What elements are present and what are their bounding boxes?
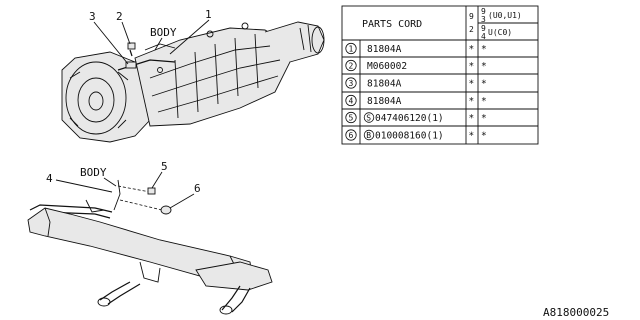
part-code: 010008160(1) bbox=[375, 131, 444, 142]
model-col-top: 9 bbox=[469, 12, 474, 21]
table-row: 4 81804A * * bbox=[345, 94, 487, 107]
col-top-digit2: 3 bbox=[481, 15, 486, 24]
col-bottom-digit1: 9 bbox=[481, 24, 486, 33]
part-code: 81804A bbox=[367, 79, 402, 90]
applicability-1: * bbox=[469, 113, 475, 124]
applicability-2: * bbox=[481, 79, 487, 90]
row-number: 6 bbox=[349, 131, 354, 140]
col-top-code: (U0,U1) bbox=[488, 11, 522, 20]
body-label-bottom: BODY bbox=[80, 166, 107, 179]
transmission-illustration bbox=[61, 21, 325, 143]
callout-4: 4 bbox=[46, 172, 53, 185]
part-code: M060002 bbox=[367, 61, 407, 72]
part-code: 047406120(1) bbox=[375, 113, 444, 124]
prefix-s-mark: S bbox=[366, 113, 371, 122]
applicability-2: * bbox=[481, 113, 487, 124]
callout-5: 5 bbox=[161, 160, 168, 173]
table-row: 1 81804A * * bbox=[345, 42, 487, 55]
table-row: 3 81804A * * bbox=[345, 77, 487, 90]
prefix-b-mark: B bbox=[366, 131, 371, 140]
callout-2: 2 bbox=[116, 10, 123, 23]
diagram-code: A818000025 bbox=[543, 306, 609, 319]
applicability-1: * bbox=[469, 44, 475, 55]
top-callouts: 3 2 BODY 1 bbox=[89, 8, 212, 65]
table-row: 2 M060002 * * bbox=[345, 59, 487, 72]
col-top-digit1: 9 bbox=[481, 7, 486, 16]
exhaust-illustration bbox=[27, 179, 273, 315]
bottom-callouts: 4 BODY 5 6 bbox=[46, 160, 201, 209]
row-number: 2 bbox=[349, 62, 354, 71]
row-number: 1 bbox=[349, 45, 354, 54]
table-header: PARTS CORD bbox=[362, 19, 422, 30]
applicability-2: * bbox=[481, 61, 487, 72]
callout-3: 3 bbox=[89, 10, 96, 23]
col-bottom-digit2: 4 bbox=[481, 32, 486, 41]
table-row: 6 B 010008160(1) * * bbox=[345, 129, 487, 142]
row-number: 3 bbox=[349, 79, 354, 88]
model-col-bottom: 2 bbox=[469, 25, 474, 34]
applicability-2: * bbox=[481, 44, 487, 55]
row-number: 5 bbox=[349, 114, 354, 123]
applicability-1: * bbox=[469, 131, 475, 142]
callout-6: 6 bbox=[194, 182, 201, 195]
applicability-1: * bbox=[469, 61, 475, 72]
body-label-top: BODY bbox=[150, 26, 177, 39]
col-bottom-code: U(C0) bbox=[488, 28, 512, 37]
parts-table: PARTS CORD 9 2 9 3 (U0,U1) 9 4 U(C0) 1 8… bbox=[341, 5, 539, 145]
applicability-1: * bbox=[469, 79, 475, 90]
applicability-2: * bbox=[481, 96, 487, 107]
table-row: 5 S 047406120(1) * * bbox=[345, 111, 487, 124]
applicability-1: * bbox=[469, 96, 475, 107]
part-code: 81804A bbox=[367, 96, 402, 107]
applicability-2: * bbox=[481, 131, 487, 142]
callout-1: 1 bbox=[205, 8, 212, 21]
row-number: 4 bbox=[349, 97, 354, 106]
part-code: 81804A bbox=[367, 44, 402, 55]
